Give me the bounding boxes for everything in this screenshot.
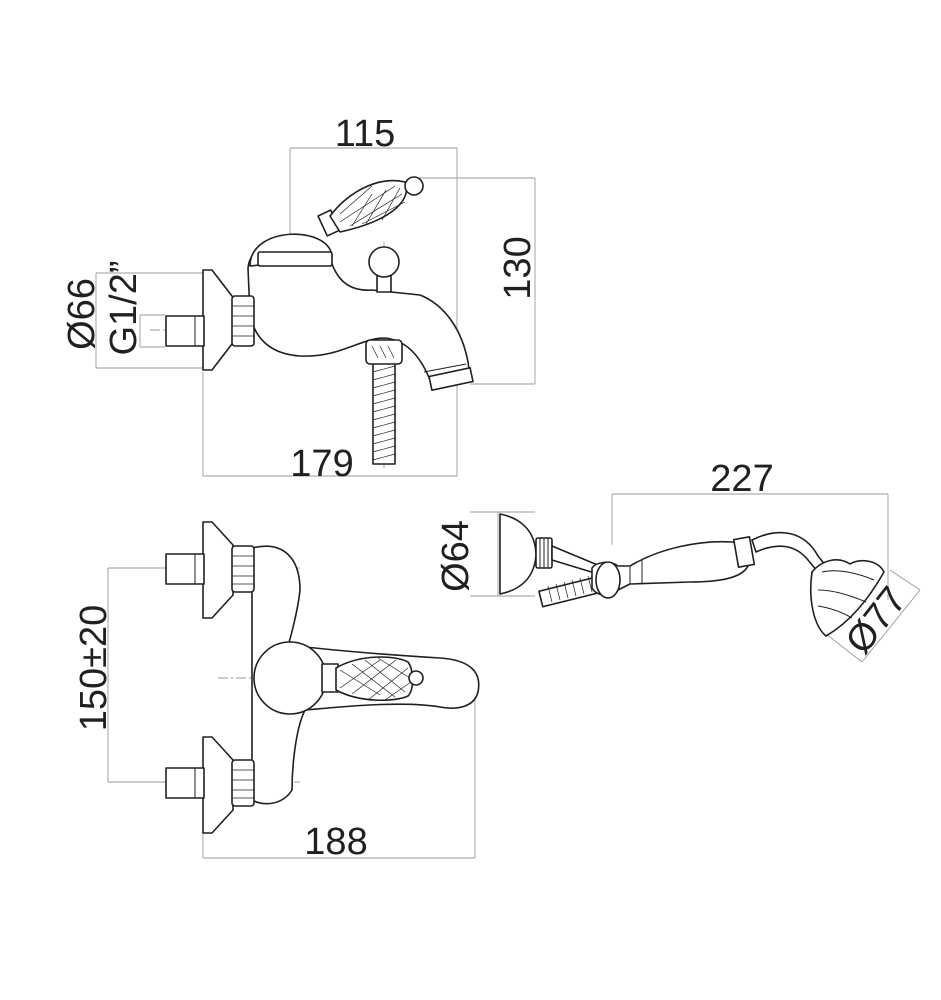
side-view-spout <box>247 249 471 381</box>
hand-shower-head <box>809 559 885 637</box>
side-view-outlet-nozzle <box>428 366 474 392</box>
front-view-lever-handle <box>321 656 424 702</box>
front-view-upper-connection <box>165 521 255 619</box>
side-width-label: 115 <box>335 113 396 155</box>
side-view-diverter-knob <box>368 246 400 293</box>
side-height-label: 130 <box>497 236 539 299</box>
side-view-wall-flange <box>202 269 236 371</box>
hand-shower-view: 227 Ø64 Ø77 <box>435 458 921 663</box>
front-view-cartridge <box>253 641 327 715</box>
side-view-hose <box>372 361 396 465</box>
side-view-lever-handle <box>317 176 424 237</box>
shower-holder-diameter-label: Ø64 <box>435 520 477 592</box>
hand-shower-hose <box>538 575 600 608</box>
side-view-connector <box>165 315 205 347</box>
hand-shower-dimension-lines <box>470 493 921 663</box>
side-view: 115 130 179 Ø66 G1/2” <box>61 113 539 485</box>
front-center-distance-label: 150±20 <box>73 605 115 732</box>
side-flange-diameter-label: Ø66 <box>61 278 103 350</box>
front-view-lower-connection <box>165 736 255 834</box>
shower-length-label: 227 <box>710 458 773 500</box>
side-view-hose-nut <box>365 339 403 365</box>
front-width-label: 188 <box>304 821 367 863</box>
side-thread-label: G1/2” <box>103 260 145 355</box>
hand-shower-neck <box>751 531 827 573</box>
hand-shower-handle <box>591 536 756 599</box>
hand-shower-wall-holder <box>499 513 601 595</box>
side-view-hex-nut <box>231 295 255 347</box>
side-depth-label: 179 <box>290 443 353 485</box>
front-view: 150±20 188 <box>73 521 480 863</box>
